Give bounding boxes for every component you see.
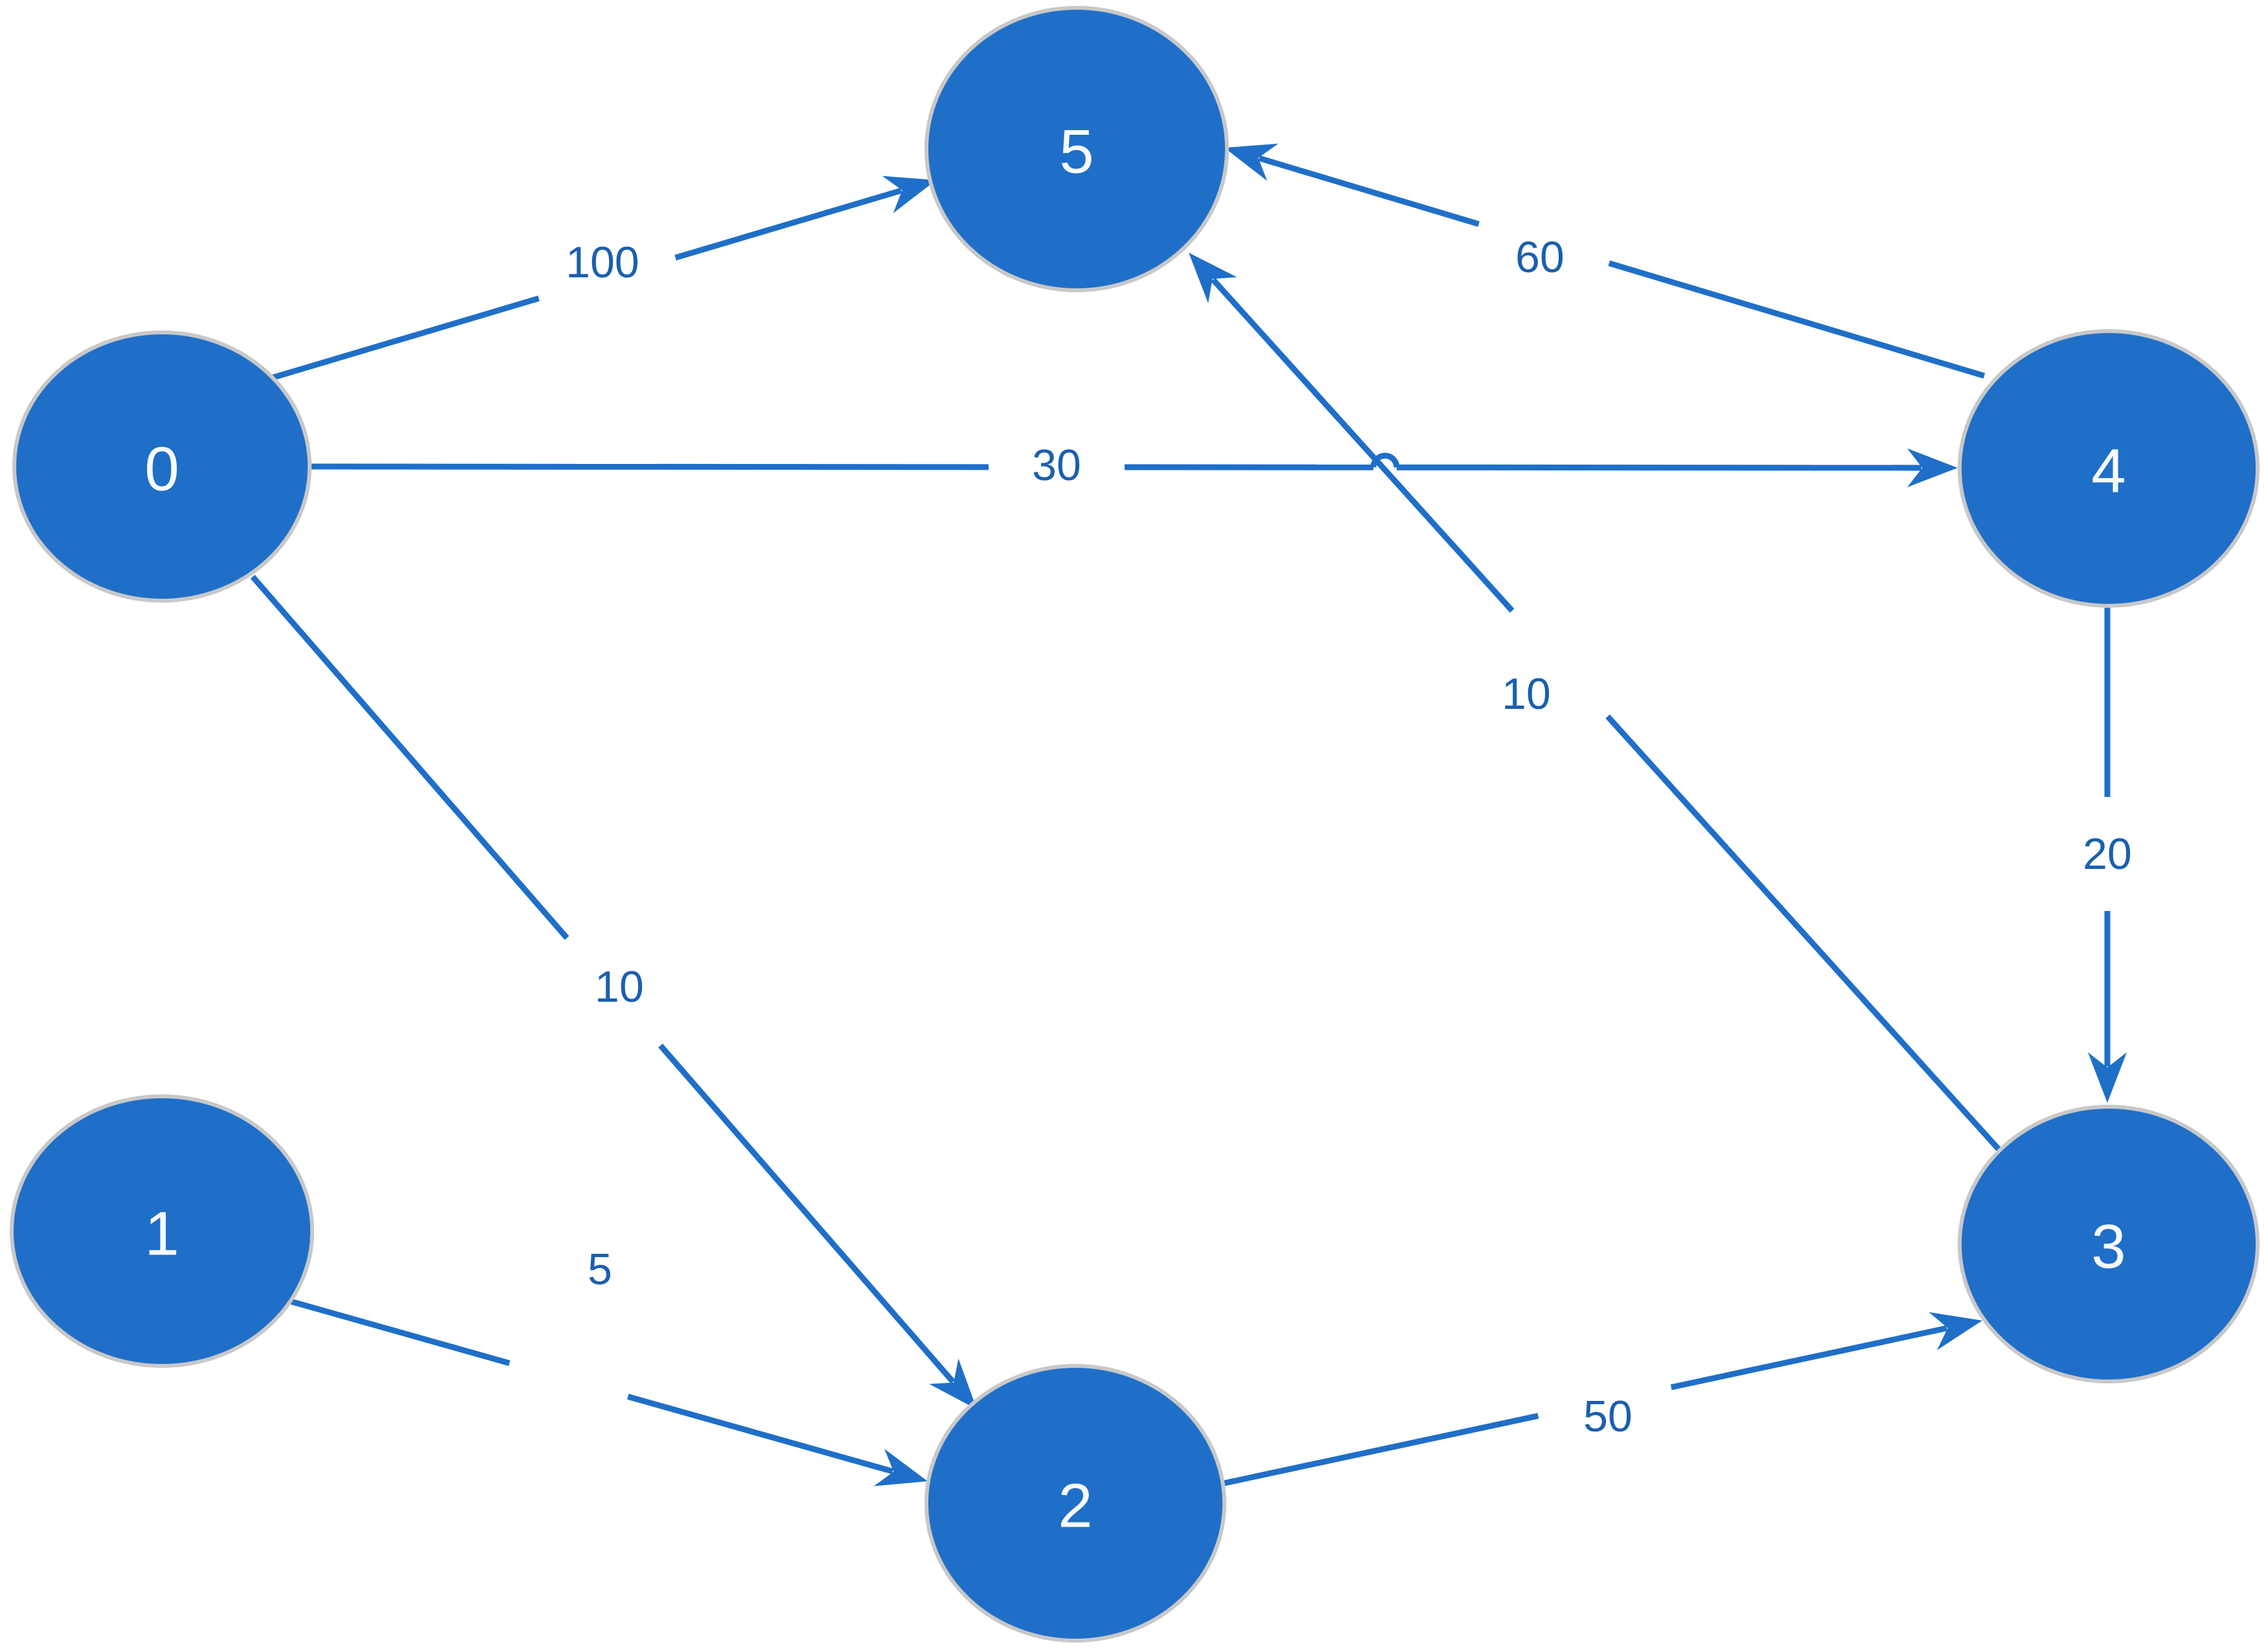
edge-weight-label: 100	[566, 238, 639, 287]
edges-layer: 100 30 10 5 50 10 60 20	[250, 143, 2132, 1487]
graph-edge-1-to-2[interactable]: 5	[284, 1245, 928, 1486]
edge-arrowhead	[929, 1358, 977, 1409]
node-label: 3	[2091, 1212, 2125, 1282]
graph-node-4[interactable]: 4	[1958, 329, 2260, 608]
edge-weight-label: 30	[1032, 441, 1081, 490]
graph-node-5[interactable]: 5	[924, 6, 1229, 292]
edge-arrowhead	[2088, 1052, 2127, 1103]
graph-node-3[interactable]: 3	[1958, 1105, 2260, 1383]
edge-weight-label: 20	[2083, 829, 2132, 879]
node-label: 1	[144, 1199, 179, 1269]
node-shape[interactable]	[12, 330, 312, 603]
edge-arrowhead	[882, 176, 936, 213]
graph-edge-2-to-3[interactable]: 50	[1220, 1312, 1982, 1487]
graph-edge-4-to-3[interactable]: 20	[2083, 608, 2132, 1103]
edge-segment	[1370, 452, 1400, 468]
graph-edge-0-to-4[interactable]: 30	[309, 441, 1958, 490]
graph-node-0[interactable]: 0	[12, 330, 312, 603]
edge-arrowhead	[1907, 448, 1958, 487]
node-shape[interactable]	[924, 1364, 1226, 1643]
edge-arrowhead	[873, 1448, 928, 1486]
edge-arrowhead	[1224, 143, 1279, 181]
nodes-layer: 0 1 2 3 4 5	[10, 6, 2260, 1643]
edge-weight-label: 50	[1583, 1392, 1632, 1441]
edge-weight-label: 60	[1515, 233, 1564, 282]
graph-edge-0-to-5[interactable]: 100	[271, 176, 936, 381]
edge-segment	[1396, 464, 1921, 471]
graph-edge-0-to-2[interactable]: 10	[250, 575, 977, 1409]
graph-node-2[interactable]: 2	[924, 1364, 1226, 1643]
graph-edge-3-to-5[interactable]: 10	[1189, 253, 2011, 1162]
node-label: 0	[144, 435, 179, 504]
node-label: 4	[2091, 437, 2125, 506]
edge-weight-label: 5	[588, 1245, 612, 1294]
graph-edge-4-to-5[interactable]: 60	[1224, 143, 1986, 379]
node-label: 2	[1058, 1472, 1092, 1541]
node-shape[interactable]	[10, 1094, 314, 1368]
edge-arrowhead	[1189, 253, 1237, 303]
node-shape[interactable]	[1958, 329, 2260, 608]
edge-weight-label: 10	[1502, 669, 1551, 719]
node-label: 5	[1059, 117, 1094, 187]
node-shape[interactable]	[924, 6, 1229, 292]
edge-weight-label: 10	[595, 962, 644, 1011]
node-shape[interactable]	[1958, 1105, 2260, 1383]
edge-arrowhead	[1929, 1312, 1982, 1350]
graph-node-1[interactable]: 1	[10, 1094, 314, 1368]
